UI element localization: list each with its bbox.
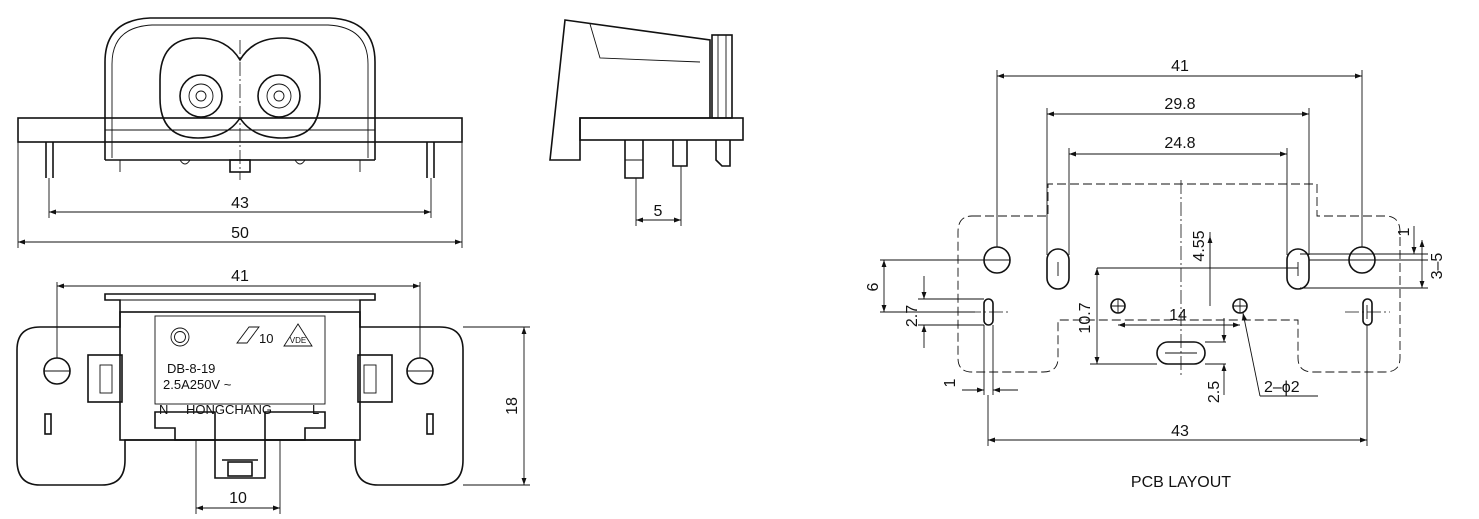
pcb-dim-2-7: 2.7 [904, 305, 921, 327]
bottom-terminal-n [154, 411, 216, 441]
bottom-label-panel [154, 315, 326, 405]
bottom-clip-left-inner [99, 364, 113, 394]
bottom-clip-right-inner [363, 364, 377, 394]
side-terminal-2 [672, 140, 688, 167]
front-pin-l-core [273, 90, 285, 102]
pcb-dim-43: 43 [1171, 423, 1189, 440]
vde-mark-icon [283, 323, 313, 347]
front-pin-l-outer [257, 74, 301, 118]
pcb-slot-left [1046, 248, 1070, 290]
front-pin-n-core [195, 90, 207, 102]
front-body-inner-outline [111, 24, 369, 158]
bottom-body [119, 311, 361, 441]
front-base-details [119, 159, 361, 172]
ccc-mark-icon [170, 327, 190, 347]
pcb-dim-41: 41 [1171, 58, 1189, 75]
pcb-dim-3-5: 3–5 [1429, 253, 1446, 280]
pcb-dim-1-bottom: 1 [942, 378, 959, 387]
bottom-dim-18: 18 [504, 397, 521, 415]
front-pin-n-inner [188, 83, 214, 109]
pcb-dim-1-top: 1 [1396, 227, 1413, 236]
front-pin-n-outer [179, 74, 223, 118]
bottom-mount-plate [16, 293, 464, 486]
bottom-pin-right [426, 413, 434, 435]
bottom-pin-left [44, 413, 52, 435]
bottom-model-text: DB-8-19 [167, 361, 215, 376]
side-view: 5 [549, 19, 744, 226]
bottom-clip-left [87, 354, 123, 403]
pcb-dim-10-7: 10.7 [1077, 302, 1094, 333]
pcb-hole-spec: 2–ϕ2 [1264, 379, 1300, 396]
pcb-dim-2-5: 2.5 [1206, 381, 1223, 403]
pcb-layout-title: PCB LAYOUT [1131, 474, 1231, 491]
pcb-dim-4-55: 4.55 [1191, 230, 1208, 261]
bottom-l-mark: L [312, 402, 319, 417]
side-housing [549, 19, 711, 161]
pcb-layout: 41 29.8 24.8 4.55 1 3–5 6 2.7 [865, 58, 1446, 491]
pcb-dim-6: 6 [865, 282, 882, 291]
bottom-clip-right [357, 354, 393, 403]
front-view: 43 50 [17, 17, 463, 248]
side-flange [579, 117, 744, 141]
side-back-latch [711, 34, 733, 119]
side-dim-5: 5 [654, 203, 663, 220]
pcb-hole-leader [1242, 312, 1261, 397]
pcb-slot-right [1286, 248, 1310, 290]
front-bottom-pin [229, 159, 251, 173]
pcb-dim-14: 14 [1169, 307, 1187, 324]
front-body-outline [104, 17, 376, 160]
side-housing-edge [589, 23, 701, 63]
bottom-ground-pin [214, 440, 266, 479]
ec-mark-icon [236, 326, 260, 344]
front-dim-50: 50 [231, 225, 249, 242]
bottom-brand-text: HONGCHANG [186, 402, 272, 417]
front-pin-l-inner [266, 83, 292, 109]
bottom-dim-41: 41 [231, 268, 249, 285]
pcb-dim-24-8: 24.8 [1164, 135, 1195, 152]
bottom-dim-10: 10 [229, 490, 247, 507]
bottom-rating-text: 2.5A250V ~ [163, 377, 232, 392]
pcb-outline [957, 183, 1401, 373]
side-terminal-3 [715, 140, 731, 167]
bottom-view: 10 VDE DB-8-19 2.5A250V ~ N HONGCHANG L … [16, 268, 530, 514]
bottom-ground-tab [227, 461, 253, 477]
side-terminal-1 [624, 140, 644, 179]
bottom-n-mark: N [159, 402, 168, 417]
front-dim-43: 43 [231, 195, 249, 212]
pcb-dim-29-8: 29.8 [1164, 96, 1195, 113]
ccc-mark-inner-icon [174, 331, 186, 343]
ec-mark-number: 10 [259, 331, 273, 346]
vde-mark-text: VDE [290, 336, 306, 345]
